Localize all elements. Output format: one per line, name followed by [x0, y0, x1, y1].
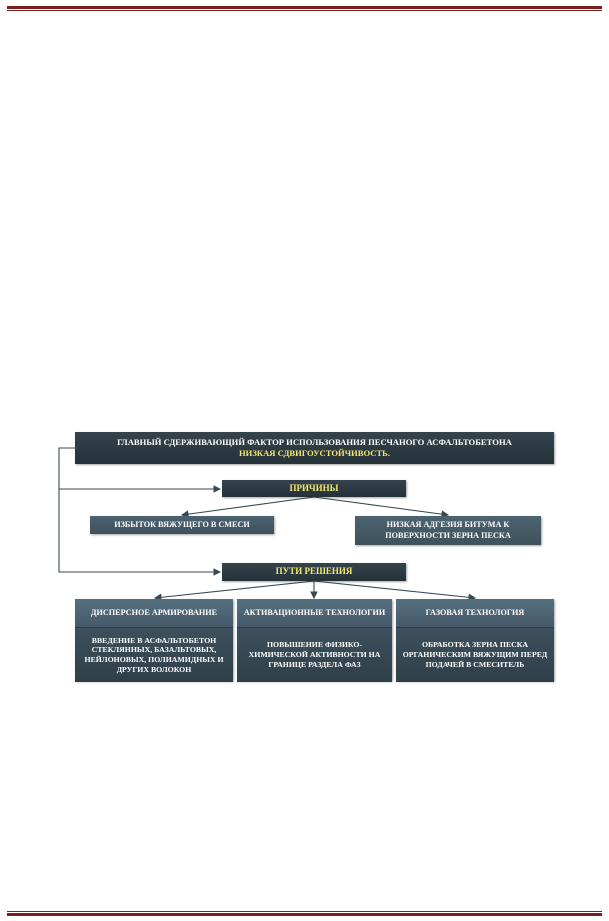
solution-column-dispersed-reinforcement: ДИСПЕРСНОЕ АРМИРОВАНИЕ ВВЕДЕНИЕ В АСФАЛЬ…	[75, 599, 233, 682]
main-factor-highlight: НИЗКАЯ СДВИГОУСТОЙЧИВОСТЬ.	[238, 448, 391, 458]
cause-text: НИЗКАЯ АДГЕЗИЯ БИТУМА К ПОВЕРХНОСТИ ЗЕРН…	[385, 520, 511, 540]
solution-column-gas-technology: ГАЗОВАЯ ТЕХНОЛОГИЯ ОБРАБОТКА ЗЕРНА ПЕСКА…	[396, 599, 554, 682]
top-border-rule	[7, 6, 602, 11]
solution-description: ОБРАБОТКА ЗЕРНА ПЕСКА ОРГАНИЧЕСКИМ ВЯЖУЩ…	[396, 628, 554, 682]
causes-title: ПРИЧИНЫ	[289, 482, 339, 493]
main-factor-text: ГЛАВНЫЙ СДЕРЖИВАЮЩИЙ ФАКТОР ИСПОЛЬЗОВАНИ…	[117, 437, 512, 448]
solutions-title-box: ПУТИ РЕШЕНИЯ	[222, 563, 406, 581]
solutions-title: ПУТИ РЕШЕНИЯ	[275, 566, 353, 577]
solution-column-activation-technologies: АКТИВАЦИОННЫЕ ТЕХНОЛОГИИ ПОВЫШЕНИЕ ФИЗИК…	[237, 599, 392, 682]
cause-text: ИЗБЫТОК ВЯЖУЩЕГО В СМЕСИ	[114, 519, 250, 529]
connector-main-left	[58, 447, 222, 576]
connector-cause-1	[180, 496, 315, 518]
solution-title: ГАЗОВАЯ ТЕХНОЛОГИЯ	[396, 599, 554, 628]
causes-title-box: ПРИЧИНЫ	[222, 480, 406, 497]
cause-box-excess-binder: ИЗБЫТОК ВЯЖУЩЕГО В СМЕСИ	[90, 516, 274, 534]
cause-box-low-adhesion: НИЗКАЯ АДГЕЗИЯ БИТУМА К ПОВЕРХНОСТИ ЗЕРН…	[355, 516, 541, 545]
connector-solution-1	[153, 580, 315, 602]
connector-solution-3	[313, 580, 477, 602]
solution-description: ПОВЫШЕНИЕ ФИЗИКО-ХИМИЧЕСКОЙ АКТИВНОСТИ Н…	[237, 628, 392, 682]
connector-cause-2	[313, 496, 450, 518]
solution-description: ВВЕДЕНИЕ В АСФАЛЬТОБЕТОН СТЕКЛЯННЫХ, БАЗ…	[75, 628, 233, 682]
bottom-border-rule	[7, 911, 602, 916]
solution-title: АКТИВАЦИОННЫЕ ТЕХНОЛОГИИ	[237, 599, 392, 628]
solution-title: ДИСПЕРСНОЕ АРМИРОВАНИЕ	[75, 599, 233, 628]
main-factor-box: ГЛАВНЫЙ СДЕРЖИВАЮЩИЙ ФАКТОР ИСПОЛЬЗОВАНИ…	[75, 432, 554, 464]
